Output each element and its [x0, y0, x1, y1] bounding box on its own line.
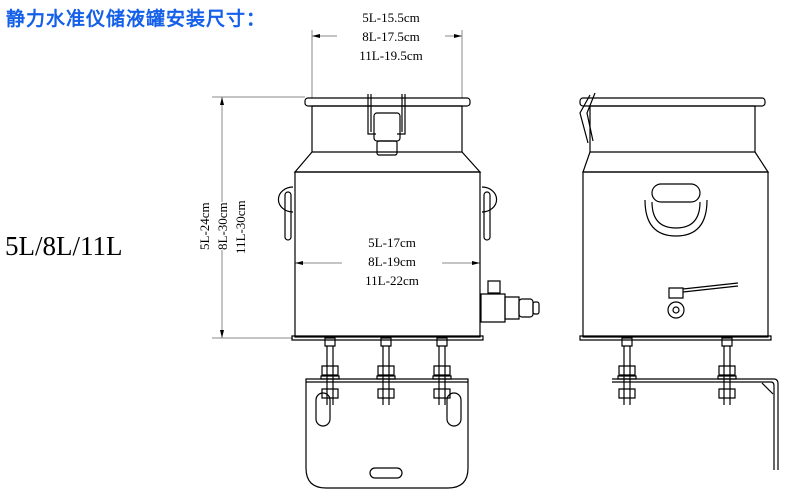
body-diameter-11l: 11L-22cm [365, 273, 419, 288]
front-view-tank [278, 94, 539, 340]
dimension-lines [212, 30, 480, 338]
model-capacities: 5L/8L/11L [5, 231, 123, 261]
body-diameter-5l: 5L-17cm [368, 235, 416, 250]
top-diameter-label: 5L-15.5cm 8L-17.5cm 11L-19.5cm [337, 8, 445, 65]
side-view-bolts [618, 338, 736, 405]
side-view-bracket [612, 379, 778, 470]
front-view-bracket [306, 379, 468, 488]
height-8l: 8L-30cm [215, 202, 231, 250]
height-11l: 11L-30cm [233, 200, 248, 254]
body-diameter-label: 5L-17cm 8L-19cm 11L-22cm [342, 233, 442, 290]
top-diameter-8l: 8L-17.5cm [362, 29, 420, 44]
height-5l: 5L-24cm [197, 202, 212, 250]
page-title: 静力水准仪储液罐安装尺寸： [6, 8, 267, 30]
top-diameter-5l: 5L-15.5cm [362, 10, 420, 25]
top-diameter-11l: 11L-19.5cm [359, 48, 423, 63]
dimension-arrows [220, 34, 480, 338]
body-diameter-8l: 8L-19cm [368, 254, 416, 269]
front-view-bolts [321, 338, 451, 405]
side-view-tank [580, 93, 771, 340]
